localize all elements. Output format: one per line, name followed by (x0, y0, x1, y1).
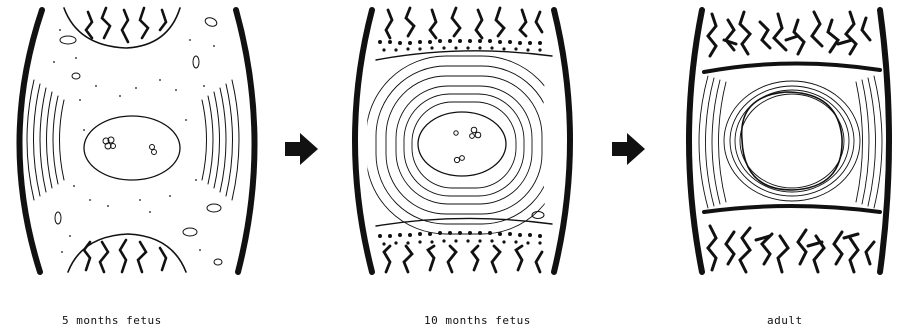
annulus-lamellae-right (202, 80, 239, 200)
lower-vertebra-trabeculae (708, 226, 874, 272)
notochord-cells (103, 137, 157, 155)
nucleus-pulposus (418, 112, 506, 176)
growth-zone-dots-upper (378, 39, 542, 52)
upper-vertebra-spicules (386, 8, 542, 38)
lower-vertebra-spicules (84, 240, 166, 272)
lower-vertebra-spicules (384, 246, 542, 272)
stippling (53, 29, 215, 253)
nucleus-pulposus (84, 116, 180, 180)
panel-adult (689, 10, 889, 272)
panel-10-months-fetus (355, 8, 570, 272)
lower-endplate (704, 206, 880, 212)
caption-10-months-fetus: 10 months fetus (424, 314, 531, 327)
caption-adult: adult (767, 314, 803, 327)
right-wall (880, 10, 889, 272)
notochord-cells (454, 127, 481, 162)
upper-endplate (376, 51, 552, 60)
panel-5-months-fetus (19, 8, 254, 272)
annulus-lamellae (366, 56, 562, 234)
upper-vertebra-trabeculae (708, 12, 870, 56)
upper-vertebra-spicules (86, 8, 166, 42)
caption-5-months-fetus: 5 months fetus (62, 314, 162, 327)
cartilage-lacunae (55, 16, 222, 265)
progression-arrow-icon (285, 133, 318, 165)
left-wall (19, 10, 42, 272)
annulus-lamellae (699, 76, 882, 208)
progression-arrow-icon (612, 133, 645, 165)
annulus-lamellae-left (27, 80, 64, 200)
upper-endplate (704, 63, 880, 72)
left-wall (689, 10, 702, 272)
growth-zone-dots-lower (378, 231, 542, 246)
right-wall (554, 10, 570, 272)
lower-endplate (376, 218, 552, 226)
left-wall (355, 10, 372, 272)
